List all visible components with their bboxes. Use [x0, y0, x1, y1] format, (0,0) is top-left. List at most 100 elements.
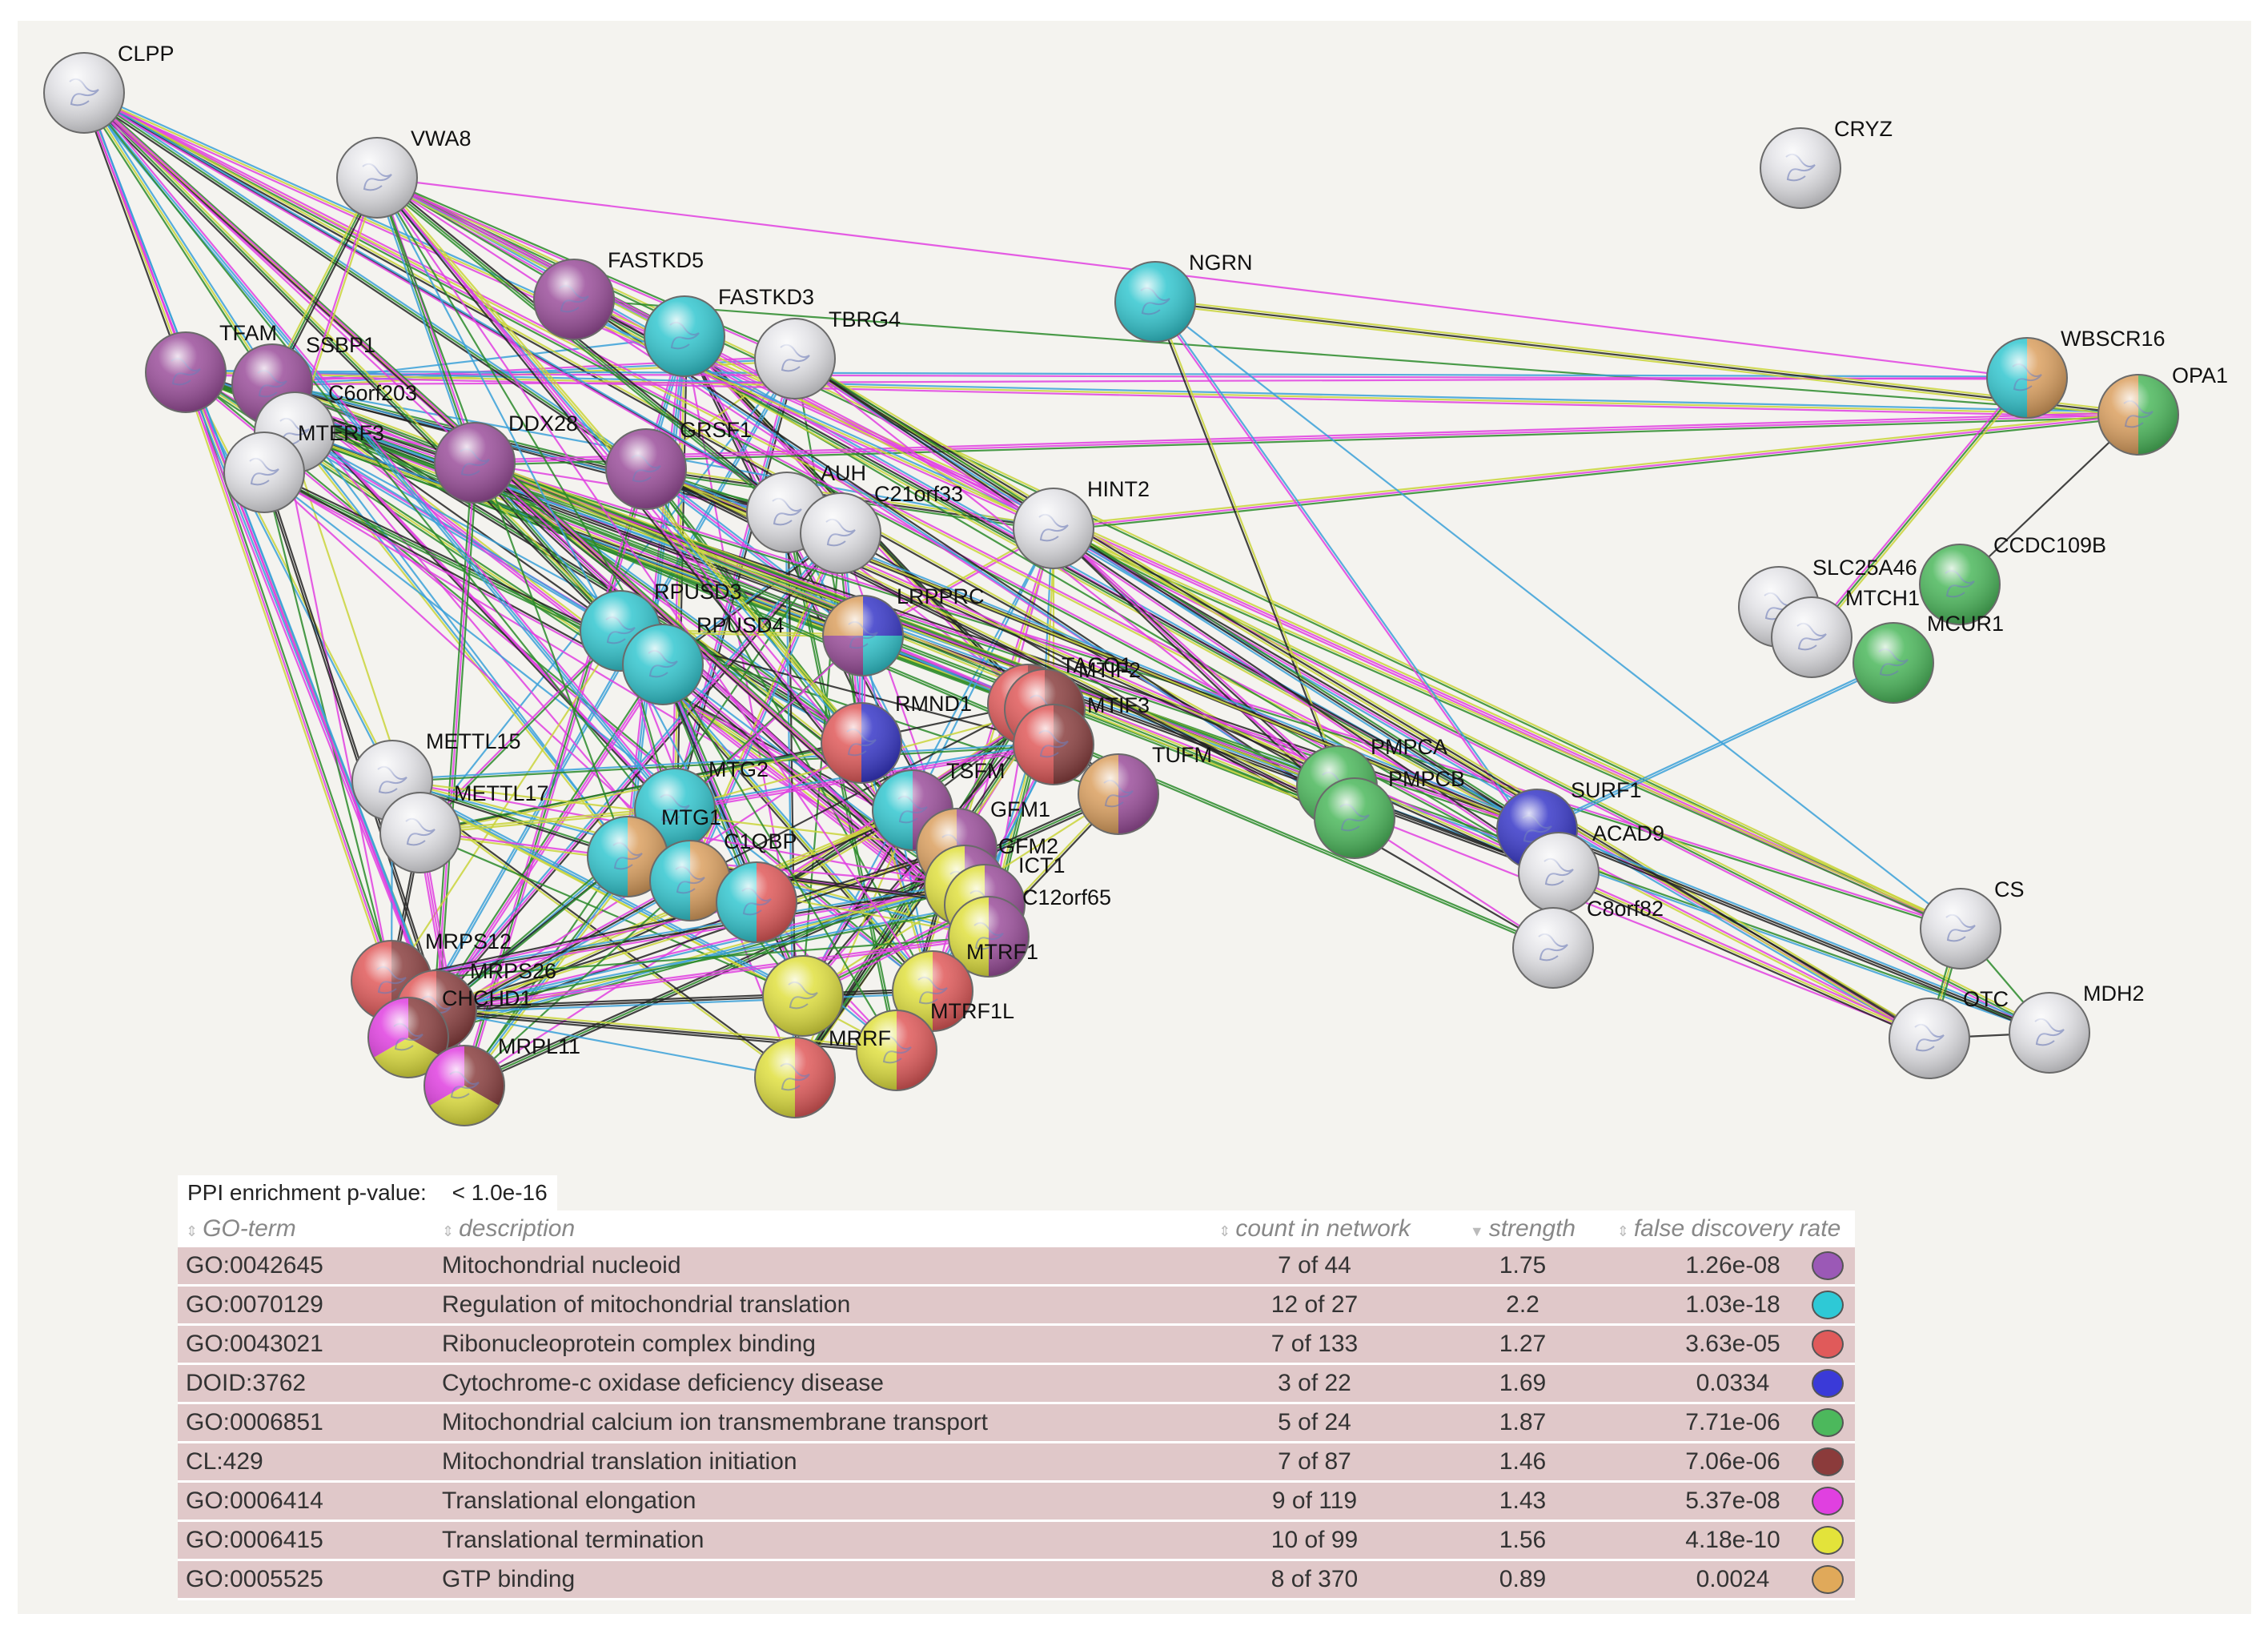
color-swatch[interactable]	[1812, 1487, 1844, 1516]
node-CHCHD1[interactable]: CHCHD1	[367, 986, 532, 1078]
col-header-description[interactable]: ⇕description	[434, 1210, 1186, 1247]
node-label: RMND1	[895, 692, 972, 716]
node-MRRF[interactable]: MRRF	[754, 1026, 891, 1118]
node-MDH2[interactable]: MDH2	[2009, 982, 2145, 1074]
strength-cell: 2.2	[1443, 1285, 1603, 1326]
node-gloss	[1760, 127, 1841, 209]
edge-CLPP-C21orf33	[84, 90, 842, 533]
color-swatch[interactable]	[1812, 1330, 1844, 1359]
node-NGRN[interactable]: NGRN	[1114, 251, 1253, 343]
color-swatch[interactable]	[1812, 1565, 1844, 1594]
count-cell: 5 of 24	[1186, 1403, 1443, 1443]
node-MRRF2[interactable]	[762, 955, 844, 1037]
node-gloss	[605, 428, 687, 510]
node-label: DDX28	[508, 412, 578, 436]
node-METTL17[interactable]: METTL17	[379, 781, 549, 873]
node-RPUSD4[interactable]: RPUSD4	[622, 613, 785, 705]
count-cell: 7 of 44	[1186, 1247, 1443, 1287]
node-gloss	[43, 52, 125, 134]
edge-MTRF1-MRPS26	[436, 987, 933, 1010]
node-TBRG4[interactable]: TBRG4	[754, 307, 901, 399]
node-WBSCR16[interactable]: WBSCR16	[1986, 327, 2166, 419]
node-label: FASTKD3	[718, 285, 814, 309]
node-MTRF1L[interactable]: MTRF1L	[856, 999, 1014, 1091]
node-gloss	[1919, 544, 2001, 625]
edge-MTCH1-WBSCR16	[1812, 379, 2030, 640]
count-cell: 7 of 87	[1186, 1442, 1443, 1483]
edge-CLPP-GRSF1	[83, 92, 647, 470]
edge-HINT2-CS	[1052, 528, 1961, 931]
node-gloss	[1013, 704, 1094, 785]
edge-HINT2-OPA1	[1053, 413, 2139, 530]
node-label: CCDC109B	[1993, 533, 2106, 557]
edge-MRRF-MRPS26	[436, 1009, 796, 1079]
node-FASTKD3[interactable]: FASTKD3	[644, 285, 814, 377]
edge-MCUR1-SURF1	[1537, 663, 1895, 832]
node-PMPCB[interactable]: PMPCB	[1314, 767, 1465, 859]
node-MTERF3[interactable]: MTERF3	[223, 421, 384, 513]
node-VWA8[interactable]: VWA8	[336, 126, 472, 219]
color-swatch[interactable]	[1812, 1291, 1844, 1319]
node-C1QBP2[interactable]	[716, 861, 797, 943]
node-ACAD9[interactable]: ACAD9	[1518, 821, 1664, 913]
edge-NGRN-OPA1	[1154, 303, 2138, 419]
node-gloss	[754, 1037, 836, 1118]
color-swatch[interactable]	[1812, 1447, 1844, 1476]
node-label: SSBP1	[306, 333, 375, 357]
edge-C12orf65-MRPS12	[391, 935, 989, 982]
node-MTRF1[interactable]: MTRF1	[892, 940, 1038, 1032]
node-C12orf65[interactable]: C12orf65	[948, 885, 1111, 978]
edge-CLPP-C12orf65	[83, 92, 989, 937]
edge-FASTKD5-CS	[573, 298, 1961, 930]
node-gloss	[1114, 261, 1196, 343]
node-CLPP[interactable]: CLPP	[43, 42, 175, 134]
node-GRSF1[interactable]: GRSF1	[605, 418, 752, 510]
node-C8orf82[interactable]: C8orf82	[1512, 897, 1664, 989]
edge-CLPP-RPUSD3	[83, 92, 621, 632]
node-FASTKD5[interactable]: FASTKD5	[533, 248, 704, 340]
col-header-count[interactable]: ⇕count in network	[1186, 1210, 1443, 1247]
color-swatch[interactable]	[1812, 1408, 1844, 1437]
node-OPA1[interactable]: OPA1	[2097, 363, 2228, 456]
node-DDX28[interactable]: DDX28	[434, 412, 578, 504]
node-CCDC109B[interactable]: CCDC109B	[1919, 533, 2106, 625]
node-CS[interactable]: CS	[1920, 877, 2025, 970]
edge-SSBP1-RMND1	[270, 385, 861, 746]
node-MTIF3[interactable]: MTIF3	[1013, 693, 1150, 785]
edge-METTL15-MRRF2	[391, 780, 804, 997]
node-C21orf33[interactable]: C21orf33	[800, 482, 963, 574]
node-label: METTL15	[426, 729, 521, 753]
col-header-term[interactable]: ⇕GO-term	[178, 1210, 434, 1247]
color-swatch[interactable]	[1812, 1251, 1844, 1280]
node-label: GRSF1	[680, 418, 752, 442]
node-TFAM[interactable]: TFAM	[145, 321, 277, 413]
color-swatch[interactable]	[1812, 1526, 1844, 1555]
col-header-fdr[interactable]: ⇕false discovery rate	[1603, 1210, 1855, 1247]
node-HINT2[interactable]: HINT2	[1013, 477, 1150, 569]
node-OTC[interactable]: OTC	[1889, 987, 2009, 1079]
node-MCUR1[interactable]: MCUR1	[1853, 612, 2004, 704]
col-header-strength[interactable]: ▼strength	[1443, 1210, 1603, 1247]
edge-TBRG4-OTC	[795, 355, 1932, 1038]
node-MTCH1[interactable]: MTCH1	[1771, 586, 1920, 678]
edge-GFM2-MRPS26	[436, 883, 965, 1010]
color-swatch[interactable]	[1812, 1369, 1844, 1398]
node-label: HINT2	[1087, 477, 1150, 501]
node-MRPL11[interactable]: MRPL11	[423, 1034, 580, 1126]
node-label: GFM2	[998, 834, 1058, 858]
node-RMND1[interactable]: RMND1	[821, 692, 972, 784]
node-gloss	[367, 997, 449, 1078]
edge-VWA8-AUH	[375, 179, 786, 516]
node-CRYZ[interactable]: CRYZ	[1760, 117, 1893, 209]
node-LRPPRC[interactable]: LRPPRC	[822, 584, 985, 676]
node-TUFM[interactable]: TUFM	[1078, 743, 1212, 835]
